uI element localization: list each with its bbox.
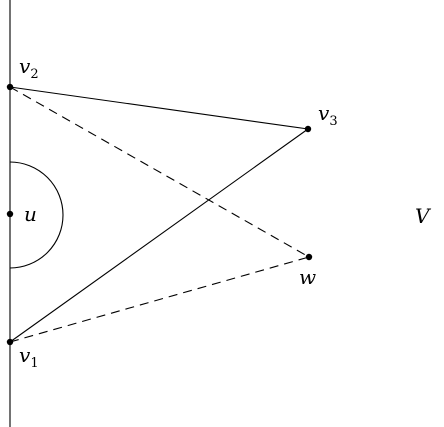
vertex-u xyxy=(6,210,14,218)
edge-v2-v3 xyxy=(9,86,309,130)
label-v2: v2 xyxy=(19,54,39,82)
dashed-edge-v1-w xyxy=(9,256,310,343)
label-V: V xyxy=(415,204,432,228)
label-v1-main: v xyxy=(19,343,31,367)
label-v1-sub: 1 xyxy=(30,356,38,371)
vertex-v3 xyxy=(304,125,312,133)
edge-v1-v3 xyxy=(9,128,309,343)
dashed-edge-v2-w xyxy=(9,86,310,258)
label-u: u xyxy=(24,202,37,226)
label-v3-sub: 3 xyxy=(329,114,337,129)
semicircle-around-u xyxy=(9,161,64,269)
vertex-v1 xyxy=(6,338,14,346)
label-v2-main: v xyxy=(19,54,31,78)
label-v2-sub: 2 xyxy=(30,67,38,82)
label-w: w xyxy=(299,265,316,289)
vertex-v2 xyxy=(6,83,14,91)
vertex-w xyxy=(305,253,313,261)
label-v1: v1 xyxy=(19,343,39,371)
label-v3: v3 xyxy=(318,101,338,129)
label-v3-main: v xyxy=(318,101,330,125)
